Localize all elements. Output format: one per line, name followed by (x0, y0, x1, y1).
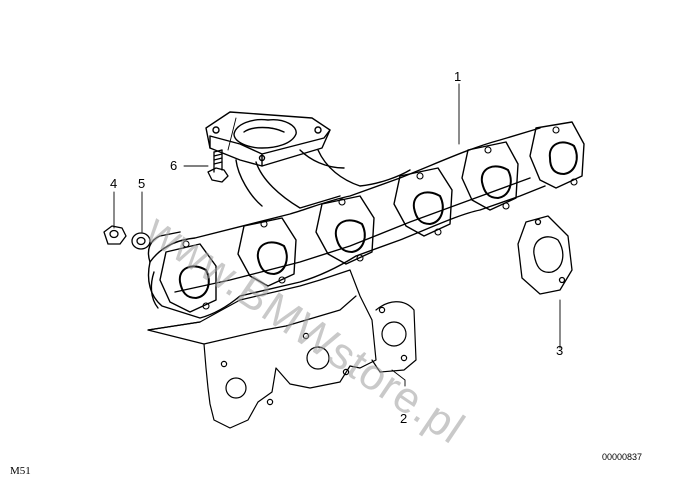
callout-4: 4 (110, 176, 118, 191)
drawing-number: 00000837 (602, 452, 643, 462)
hex-nut (103, 225, 127, 245)
callout-6: 6 (170, 158, 178, 173)
exhaust-gasket (517, 215, 573, 295)
leader-lines (113, 83, 561, 387)
port-flanges (159, 121, 585, 313)
callout-2: 2 (400, 411, 408, 426)
callout-1: 1 (454, 69, 462, 84)
model-code: M51 (10, 465, 31, 477)
outlet-flange (205, 111, 331, 167)
washer (131, 232, 151, 250)
heat-shield-gasket (147, 269, 417, 429)
exhaust-manifold (147, 111, 585, 319)
callout-5: 5 (138, 176, 146, 191)
callout-3: 3 (556, 343, 564, 358)
flange-bolt-holes (182, 126, 578, 310)
bolt (207, 149, 229, 183)
port-openings (178, 141, 578, 299)
